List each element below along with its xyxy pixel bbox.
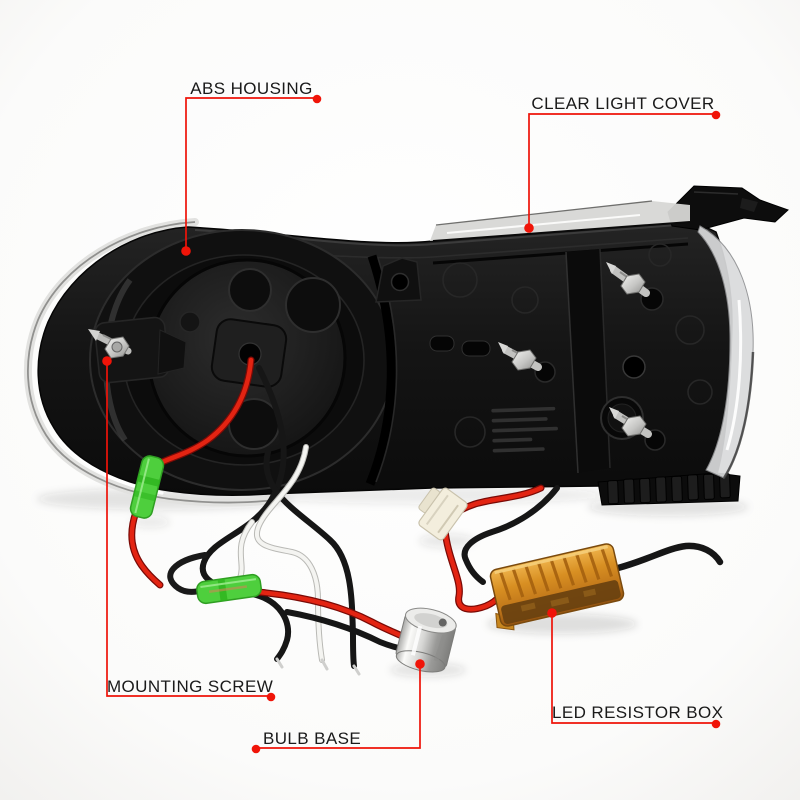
clear-light-cover — [430, 200, 755, 479]
clear-light-cover-target-dot — [524, 223, 534, 233]
stud-bolt — [606, 262, 664, 311]
bulb-base-label-dot — [251, 744, 261, 754]
housing-fins — [597, 472, 741, 506]
embossed-markings — [491, 406, 558, 453]
abs-housing-target-dot — [181, 246, 191, 256]
led-resistor-box-label: LED RESISTOR BOX — [552, 703, 724, 722]
clear-light-cover-label-dot — [711, 110, 721, 120]
abs-housing-label: ABS HOUSING — [190, 79, 313, 98]
led-resistor-box — [489, 543, 625, 631]
stud-bolts — [498, 262, 666, 451]
led-resistor-box-label-dot — [711, 719, 721, 729]
mounting-screw — [88, 316, 187, 384]
clear-light-cover-leader-line — [528, 113, 715, 226]
abs-housing — [37, 185, 789, 506]
mounting-bracket-tab — [667, 185, 789, 231]
bulb-base-label: BULB BASE — [263, 729, 362, 748]
splice-connector-green — [129, 455, 165, 519]
clear-light-cover-label: CLEAR LIGHT COVER — [531, 94, 715, 113]
abs-housing-leader-line — [185, 97, 316, 249]
callout-dots — [102, 94, 721, 754]
plug-connector — [418, 487, 468, 541]
mounting-screw-target-dot — [102, 356, 112, 366]
bulb-platform — [147, 258, 347, 458]
abs-housing-label-dot — [312, 94, 322, 104]
bulb-base-target-dot — [415, 659, 425, 669]
panel-dimples — [442, 243, 713, 448]
mounting-screw-label: MOUNTING SCREW — [107, 677, 274, 696]
led-resistor-box-leader-line — [551, 615, 715, 724]
bulb-base-leader-line — [258, 666, 421, 749]
led-resistor-box-target-dot — [547, 608, 557, 618]
callout-leader-lines — [106, 97, 715, 749]
keyhole-tab — [375, 257, 422, 303]
splice-connector-green — [196, 573, 262, 605]
stud-bolt — [609, 407, 666, 451]
mounting-screw-label-dot — [266, 692, 276, 702]
stud-bolt — [498, 342, 556, 383]
mounting-screw-leader-line — [106, 363, 269, 697]
